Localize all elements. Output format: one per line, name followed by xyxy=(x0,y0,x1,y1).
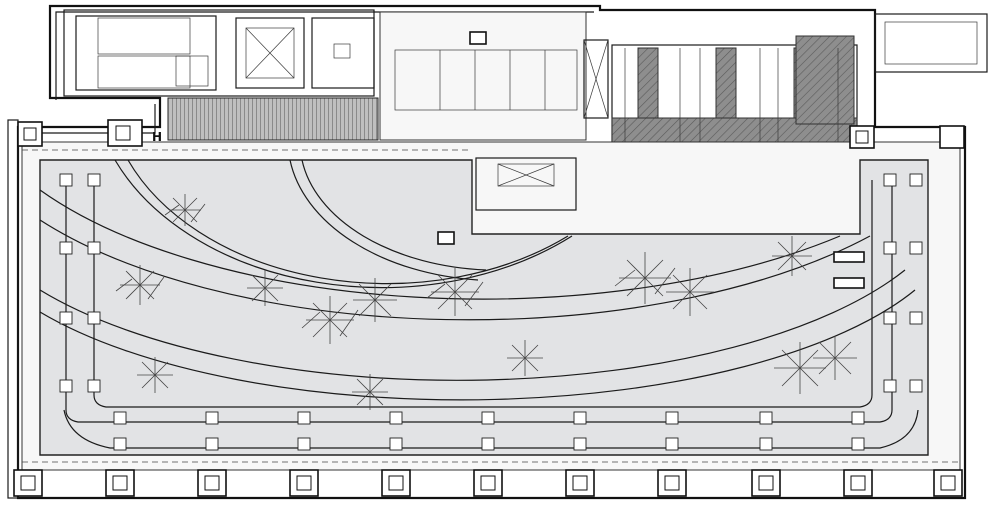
post-bottom-a-0 xyxy=(113,411,127,425)
column-top-left-1 xyxy=(17,121,43,147)
post-bottom-a-7 xyxy=(759,411,773,425)
tree-2 xyxy=(115,265,165,305)
fixture-3 xyxy=(437,231,455,245)
post-bottom-b-7 xyxy=(759,437,773,451)
tree-10 xyxy=(614,252,676,304)
post-bottom-b-5 xyxy=(573,437,587,451)
bottom-column-9 xyxy=(843,469,873,497)
post-right-b-2 xyxy=(909,311,923,325)
upper-hall xyxy=(379,11,609,141)
post-left-a-2 xyxy=(59,311,73,325)
post-bottom-b-3 xyxy=(389,437,403,451)
tree-7 xyxy=(137,357,173,393)
building-outline xyxy=(7,4,967,500)
tree-3 xyxy=(247,270,283,306)
post-bottom-b-4 xyxy=(481,437,495,451)
bottom-columns xyxy=(13,469,963,497)
post-right-b-3 xyxy=(909,379,923,393)
track-posts xyxy=(59,173,923,451)
tree-14 xyxy=(813,336,857,380)
bottom-column-inner-8 xyxy=(758,475,774,491)
bottom-column-1 xyxy=(105,469,135,497)
bottom-column-8 xyxy=(751,469,781,497)
main-floor xyxy=(21,141,961,471)
post-right-b-0 xyxy=(909,173,923,187)
vertical-shaft xyxy=(583,39,609,119)
tree-12 xyxy=(772,236,812,276)
fixture-2 xyxy=(833,277,865,289)
post-bottom-a-3 xyxy=(389,411,403,425)
post-left-b-3 xyxy=(87,379,101,393)
column-top-left-2 xyxy=(107,119,143,147)
bottom-column-10 xyxy=(933,469,963,497)
service-room xyxy=(311,17,375,89)
bottom-column-inner-9 xyxy=(850,475,866,491)
post-bottom-b-8 xyxy=(851,437,865,451)
post-bottom-a-2 xyxy=(297,411,311,425)
bottom-column-4 xyxy=(381,469,411,497)
left-edge-strip xyxy=(7,119,19,499)
bottom-column-inner-7 xyxy=(664,475,680,491)
exterior-stair xyxy=(874,13,988,73)
post-bottom-b-6 xyxy=(665,437,679,451)
hatched-corridor xyxy=(167,97,379,141)
tree-1 xyxy=(164,194,206,226)
post-left-b-0 xyxy=(87,173,101,187)
fixture-4 xyxy=(469,31,487,45)
post-left-b-1 xyxy=(87,241,101,255)
post-bottom-b-2 xyxy=(297,437,311,451)
bottom-column-inner-1 xyxy=(112,475,128,491)
bottom-column-6 xyxy=(565,469,595,497)
post-right-a-0 xyxy=(883,173,897,187)
post-bottom-a-4 xyxy=(481,411,495,425)
post-left-a-3 xyxy=(59,379,73,393)
bottom-column-inner-10 xyxy=(940,475,956,491)
tree-5 xyxy=(353,278,397,322)
tree-11 xyxy=(666,268,714,316)
bottom-column-inner-4 xyxy=(388,475,404,491)
post-left-b-2 xyxy=(87,311,101,325)
tree-9 xyxy=(507,340,543,376)
bottom-column-7 xyxy=(657,469,687,497)
post-left-a-0 xyxy=(59,173,73,187)
post-bottom-b-1 xyxy=(205,437,219,451)
fixture-1 xyxy=(833,251,865,263)
post-right-b-1 xyxy=(909,241,923,255)
tree-8 xyxy=(352,374,388,410)
post-right-a-2 xyxy=(883,311,897,325)
tree-6 xyxy=(426,268,484,316)
column-right-1 xyxy=(939,125,965,149)
tree-13 xyxy=(774,342,826,394)
column-marker-label: H xyxy=(152,130,162,144)
post-bottom-a-8 xyxy=(851,411,865,425)
post-bottom-a-1 xyxy=(205,411,219,425)
post-left-a-1 xyxy=(59,241,73,255)
post-right-a-1 xyxy=(883,241,897,255)
post-bottom-b-0 xyxy=(113,437,127,451)
column-top-right xyxy=(849,125,875,149)
stair-core xyxy=(63,9,375,97)
post-right-a-3 xyxy=(883,379,897,393)
bottom-column-inner-5 xyxy=(480,475,496,491)
bottom-column-5 xyxy=(473,469,503,497)
bottom-column-inner-6 xyxy=(572,475,588,491)
bottom-column-0 xyxy=(13,469,43,497)
stair-treads-upper xyxy=(97,17,191,55)
tree-4 xyxy=(301,296,359,344)
perimeter-track xyxy=(63,180,919,449)
elevator-shaft xyxy=(235,17,305,89)
bottom-column-2 xyxy=(197,469,227,497)
bottom-column-3 xyxy=(289,469,319,497)
post-bottom-a-5 xyxy=(573,411,587,425)
post-bottom-a-6 xyxy=(665,411,679,425)
beam-block xyxy=(795,35,855,125)
bottom-column-inner-0 xyxy=(20,475,36,491)
stair-treads-lower xyxy=(97,55,191,89)
bottom-column-inner-2 xyxy=(204,475,220,491)
bottom-column-inner-3 xyxy=(296,475,312,491)
